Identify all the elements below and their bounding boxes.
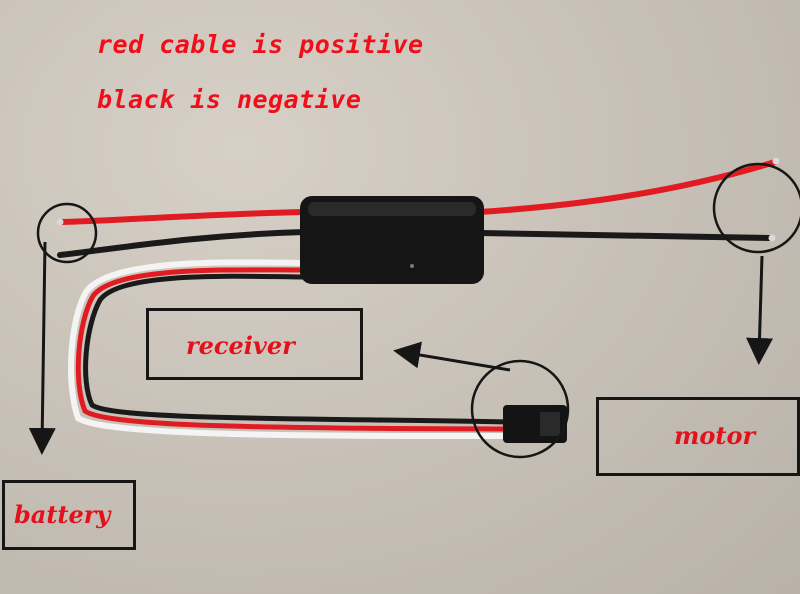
esc-module-highlight (308, 202, 476, 216)
motor-box (596, 397, 800, 476)
battery-arrow (28, 241, 56, 455)
motor-red-lead-tip (772, 157, 780, 165)
servo-red-wire (75, 267, 511, 432)
battery-lead-circle (36, 202, 98, 264)
black-cable-note: black is negative (97, 85, 362, 114)
battery-red-lead-tip (56, 218, 64, 226)
servo-black-wire (83, 273, 511, 425)
receiver-connector-circle (470, 359, 570, 459)
receiver-arrow (393, 341, 511, 372)
motor-red-wire (477, 159, 778, 215)
battery-box (2, 480, 136, 550)
servo-connector-slot (540, 412, 560, 436)
motor-arrow (746, 255, 774, 365)
receiver-label: receiver (186, 331, 295, 360)
esc-status-dot (410, 264, 414, 268)
esc-module (300, 196, 484, 284)
receiver-box (146, 308, 363, 380)
battery-black-wire (57, 229, 308, 258)
motor-lead-circle (712, 162, 800, 254)
motor-black-lead-tip (768, 234, 776, 242)
battery-red-wire (59, 209, 308, 225)
motor-label: motor (674, 421, 756, 450)
red-cable-note: red cable is positive (97, 30, 424, 59)
servo-white-wire (68, 259, 511, 439)
battery-label: battery (14, 500, 111, 529)
motor-black-wire (477, 230, 773, 241)
